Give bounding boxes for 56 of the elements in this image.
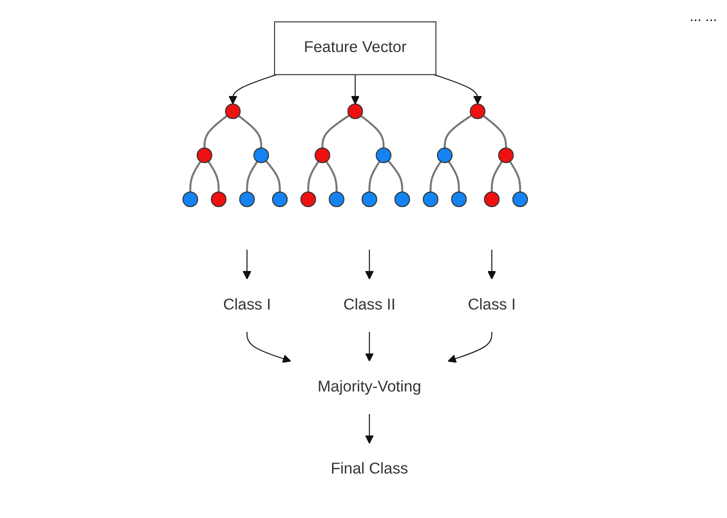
connector	[238, 115, 262, 148]
tree-node-circle	[328, 192, 344, 208]
tree-node-circle	[224, 104, 240, 120]
connector	[429, 160, 442, 192]
tree-node-circle	[272, 192, 288, 208]
connector	[443, 114, 472, 148]
tree-node-circle	[450, 192, 466, 208]
connector	[306, 160, 319, 192]
arrow	[486, 249, 496, 280]
arrow	[350, 74, 360, 104]
connector	[360, 115, 384, 148]
arrow	[242, 249, 251, 280]
arrow	[364, 249, 374, 280]
arrow	[432, 74, 482, 104]
connector	[246, 160, 258, 192]
connector	[207, 160, 220, 192]
connector	[490, 160, 502, 192]
tree-node-circle	[422, 192, 438, 208]
arrow	[246, 331, 291, 363]
tree-node-circle	[238, 192, 254, 208]
node-label: Class I	[467, 296, 516, 314]
tree-node-circle	[394, 192, 410, 208]
tree-node-circle	[314, 148, 330, 164]
connector	[203, 115, 228, 148]
connector	[482, 115, 506, 148]
node-label: Majority-Voting	[317, 378, 421, 396]
tree-node-circle	[498, 148, 514, 164]
arrow	[364, 414, 374, 444]
connector	[508, 160, 521, 192]
tree-node-circle	[210, 192, 226, 208]
node-label: Final Class	[330, 460, 408, 478]
process-box: Feature Vector	[274, 21, 436, 76]
arrow	[447, 331, 492, 363]
tree-node-circle	[469, 104, 485, 120]
arrow	[364, 331, 374, 362]
connector	[368, 160, 380, 192]
connector	[325, 160, 338, 192]
tree-node-circle	[182, 192, 198, 208]
connector	[387, 160, 403, 192]
arrow	[228, 74, 277, 104]
tree-node-circle	[196, 148, 212, 164]
tree-node-circle	[252, 148, 269, 164]
connector	[264, 160, 280, 192]
connector	[320, 114, 350, 148]
tree-node-circle	[361, 192, 377, 208]
node-label: Class II	[342, 296, 395, 314]
tree-node-circle	[300, 192, 316, 208]
connector	[447, 160, 460, 192]
tree-node-circle	[346, 104, 363, 120]
ellipsis-text: ... ...	[690, 8, 717, 24]
tree-node-circle	[512, 192, 528, 208]
tree-node-circle	[483, 192, 500, 208]
node-label: Class I	[222, 296, 270, 314]
tree-node-circle	[436, 148, 452, 164]
tree-node-circle	[375, 148, 391, 164]
connector	[188, 160, 201, 192]
